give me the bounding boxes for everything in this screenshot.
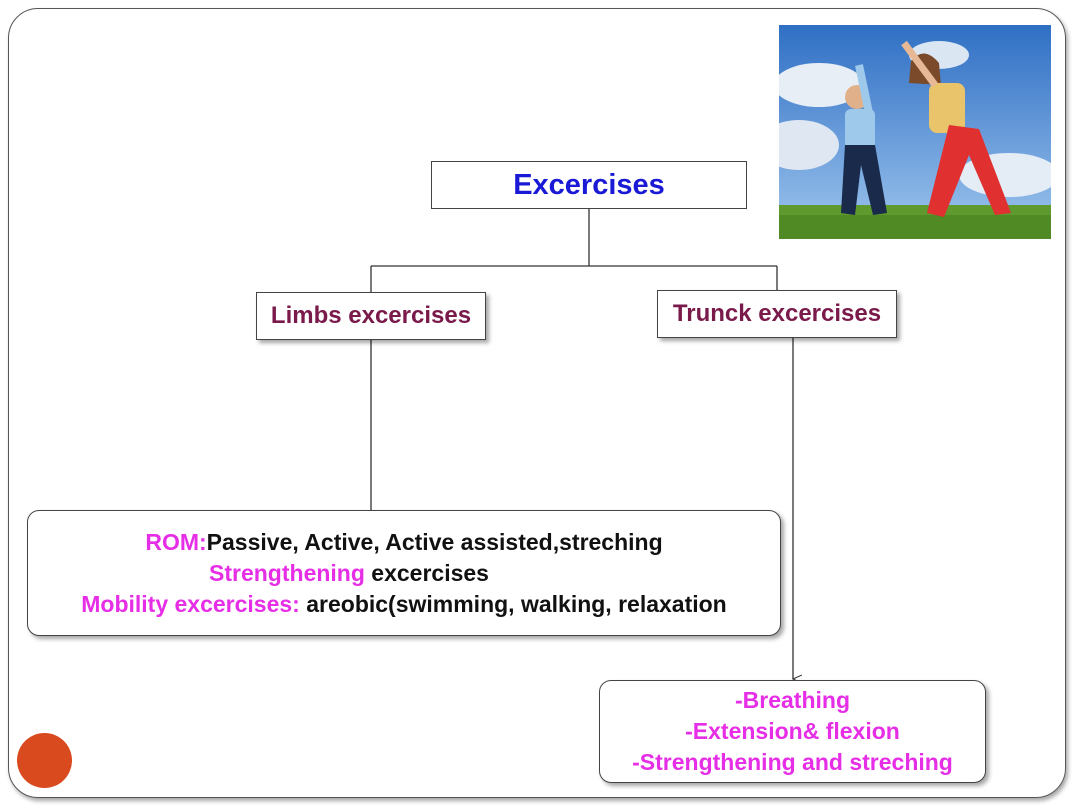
trunck-detail-breathing: -Breathing	[735, 687, 850, 713]
trunck-excercises-label: Trunck excercises	[672, 300, 882, 327]
detail-row-strengthening: Strengthening excercises	[28, 558, 780, 589]
detail-text-strengthening: excercises	[364, 560, 489, 586]
trunck-detail-strengthening: -Strengthening and streching	[632, 749, 953, 775]
detail-label-mobility: Mobility excercises:	[81, 591, 300, 617]
detail-row-rom: ROM:Passive, Active, Active assisted,str…	[28, 527, 780, 558]
limbs-detail-box: ROM:Passive, Active, Active assisted,str…	[27, 510, 781, 636]
diagram-title-box: Excercises	[431, 161, 747, 209]
detail-label-strengthening: Strengthening	[209, 560, 365, 586]
limbs-excercises-label: Limbs excercises	[270, 302, 472, 329]
detail-label-rom: ROM:	[145, 529, 207, 555]
trunck-detail-extension: -Extension& flexion	[685, 718, 900, 744]
trunck-detail-box: -Breathing -Extension& flexion -Strength…	[599, 680, 986, 783]
detail-text-mobility: areobic(swimming, walking, relaxation	[299, 591, 727, 617]
exercise-photo	[779, 25, 1051, 239]
trunck-excercises-box: Trunck excercises	[657, 290, 897, 338]
limbs-excercises-box: Limbs excercises	[256, 292, 486, 340]
detail-text-rom: Passive, Active, Active assisted,strechi…	[206, 529, 663, 555]
diagram-title: Excercises	[513, 169, 665, 201]
slide-frame	[8, 8, 1066, 798]
detail-row-mobility: Mobility excercises: areobic(swimming, w…	[28, 589, 780, 620]
accent-circle	[17, 733, 72, 788]
